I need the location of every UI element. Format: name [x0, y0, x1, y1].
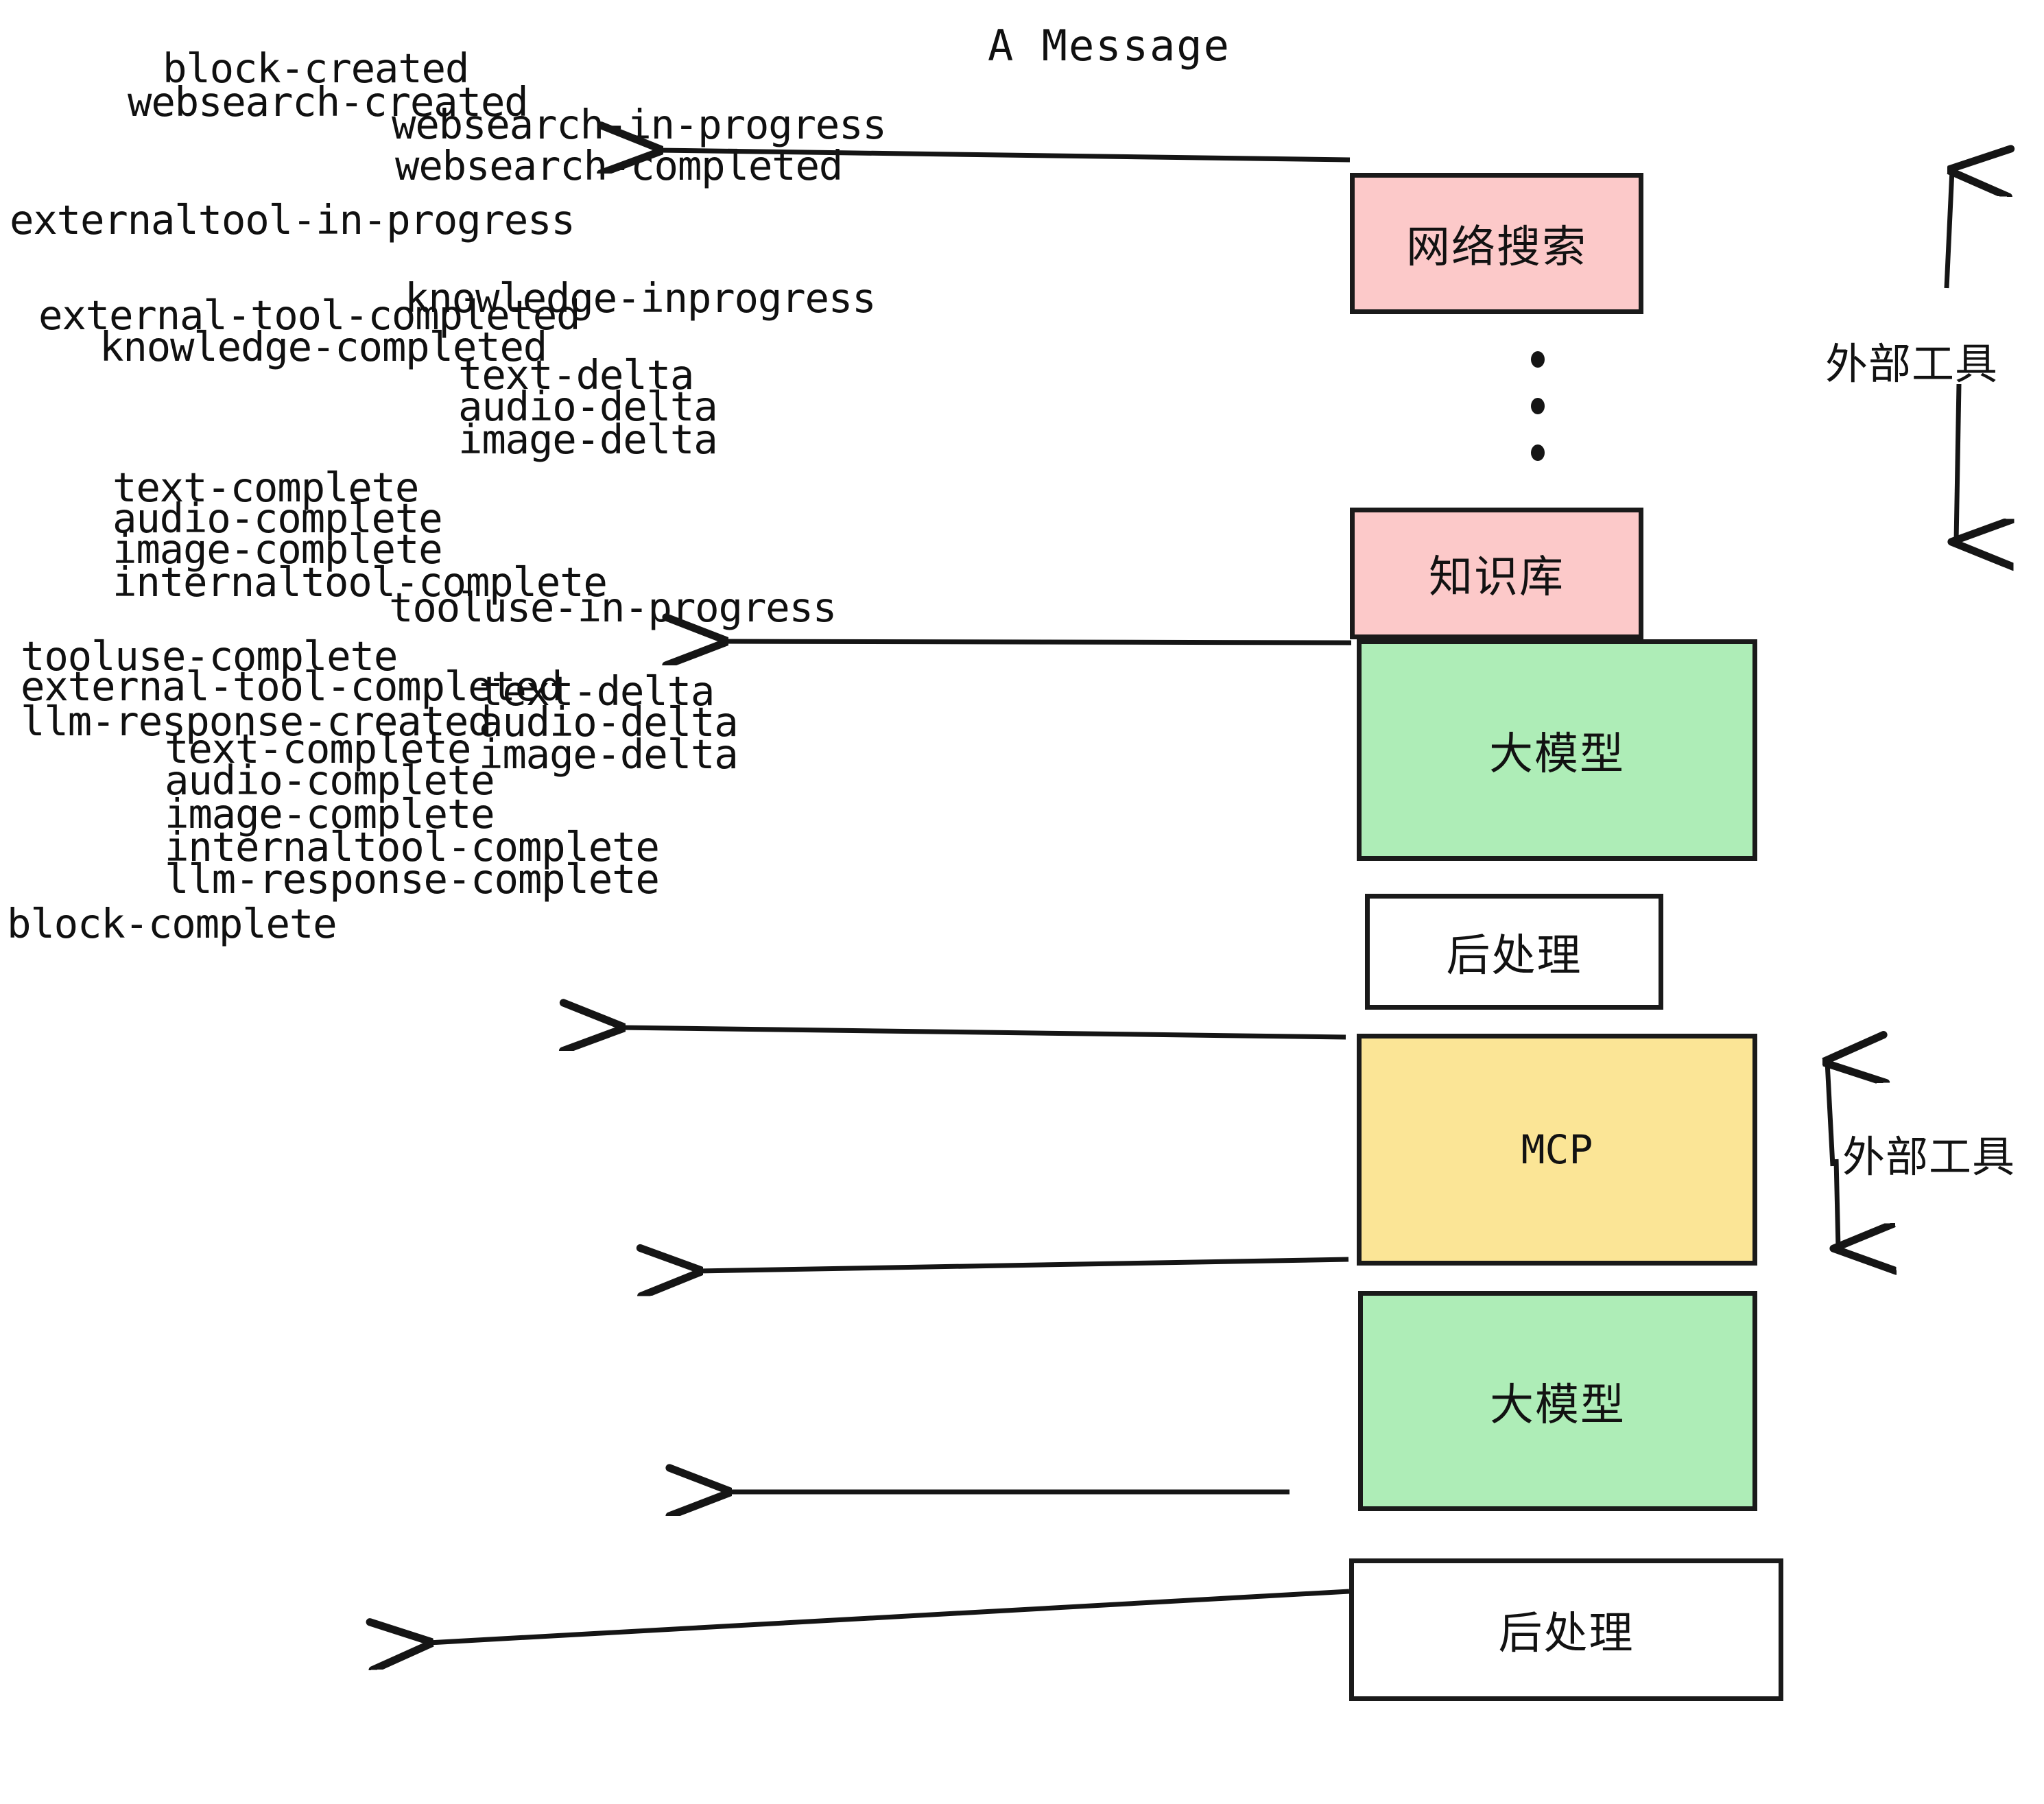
- external-tools-down-arrow-bottom: [1836, 1159, 1838, 1248]
- side-label-external-tools-bottom: 外部工具: [1842, 1132, 2016, 1182]
- event-label-block-complete: block-complete: [7, 900, 337, 947]
- event-label-audio-delta-2: audio-delta: [479, 698, 739, 746]
- event-label-external-tool-completed-2: external-tool-completed: [21, 663, 563, 710]
- event-label-text-delta-1: text-delta: [458, 351, 694, 399]
- postprocess-box-1[interactable]: 后处理: [1365, 894, 1663, 1010]
- arrow-postprocess2-to-block-complete: [429, 1589, 1350, 1643]
- arrow-mcp-to-tooluse-complete: [698, 1259, 1349, 1271]
- mcp-box[interactable]: MCP: [1357, 1034, 1757, 1266]
- llm-box-1[interactable]: 大模型: [1357, 639, 1757, 861]
- event-label-llm-response-complete: llm-response-complete: [165, 855, 660, 903]
- event-label-llm-response-created: llm-response-created: [21, 698, 492, 745]
- event-label-image-delta-2: image-delta: [479, 731, 739, 778]
- knowledge-box[interactable]: 知识库: [1350, 508, 1643, 639]
- ellipsis-dot-2: [1531, 398, 1545, 414]
- event-label-text-delta-2: text-delta: [479, 667, 715, 715]
- external-tools-down-arrow-top: [1956, 383, 1959, 542]
- event-label-text-complete-1: text-complete: [112, 464, 419, 511]
- side-label-external-tools-top: 外部工具: [1825, 339, 1999, 389]
- event-label-externaltool-in-progress: externaltool-in-progress: [10, 196, 575, 244]
- postprocess-box-2[interactable]: 后处理: [1349, 1558, 1783, 1701]
- event-label-tooluse-complete: tooluse-complete: [21, 632, 398, 680]
- external-tools-up-arrow-top: [1944, 170, 1952, 289]
- websearch-box[interactable]: 网络搜索: [1350, 173, 1643, 314]
- event-label-image-complete-1: image-complete: [112, 525, 443, 573]
- event-label-websearch-completed: websearch-completed: [395, 142, 843, 189]
- event-label-audio-complete-2: audio-complete: [165, 757, 495, 804]
- event-label-image-complete-2: image-complete: [165, 790, 495, 838]
- event-label-block-created: block-created: [163, 45, 469, 92]
- event-label-knowledge-inprogress: knowledge-inprogress: [405, 274, 877, 322]
- page-title: A Message: [988, 21, 1231, 71]
- event-label-external-tool-completed-1: external-tool-completed: [38, 292, 581, 339]
- event-label-tooluse-in-progress: tooluse-in-progress: [389, 584, 837, 631]
- event-label-audio-complete-1: audio-complete: [112, 495, 443, 542]
- event-label-audio-delta-1: audio-delta: [458, 383, 718, 430]
- arrow-postprocess-to-image-complete: [621, 1028, 1346, 1037]
- event-label-websearch-created: websearch-created: [128, 78, 529, 126]
- event-label-internaltool-complete-2: internaltool-complete: [165, 823, 660, 870]
- event-label-knowledge-completed: knowledge-completed: [99, 323, 547, 370]
- event-label-websearch-in-progress: websearch-in-progress: [392, 101, 887, 148]
- event-label-text-complete-2: text-complete: [165, 725, 471, 772]
- arrow-llm-to-knowledge-completed: [724, 641, 1352, 643]
- llm-box-2[interactable]: 大模型: [1358, 1291, 1757, 1511]
- event-label-image-delta-1: image-delta: [458, 416, 718, 463]
- external-tools-up-arrow-bottom: [1827, 1062, 1833, 1167]
- ellipsis-dot-3: [1531, 444, 1545, 461]
- event-label-internaltool-complete-1: internaltool-complete: [112, 558, 608, 606]
- ellipsis-dot-1: [1531, 351, 1545, 368]
